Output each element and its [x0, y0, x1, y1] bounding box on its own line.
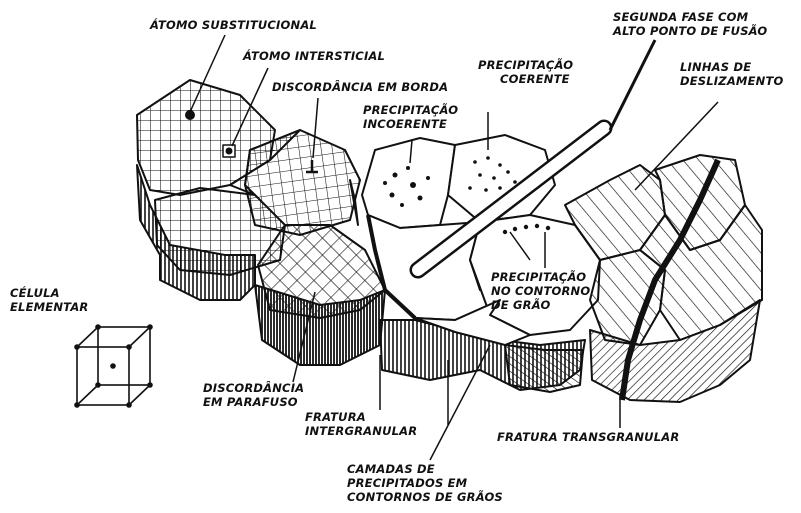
- label-line: SEGUNDA FASE COM: [613, 10, 767, 24]
- label-line: COERENTE: [478, 72, 573, 86]
- label-line: DESLIZAMENTO: [680, 74, 783, 88]
- unit-cell-drawing: [74, 324, 153, 408]
- label-line: PRECIPITAÇÃO: [478, 58, 573, 72]
- label-line: PRECIPITAÇÃO: [491, 270, 590, 284]
- label-unit-cell: CÉLULA ELEMENTAR: [10, 286, 88, 314]
- label-line: EM PARAFUSO: [203, 395, 304, 409]
- center-side-face-hatched: [505, 345, 583, 392]
- label-precipitate-layers: CAMADAS DE PRECIPITADOS EM CONTORNOS DE …: [347, 462, 503, 504]
- label-line: CONTORNOS DE GRÃOS: [347, 490, 503, 504]
- label-transgranular-fracture: FRATURA TRANSGRANULAR: [497, 430, 679, 444]
- label-line: ÁTOMO INTERSTICIAL: [243, 49, 385, 63]
- left-grain-cluster: [137, 80, 385, 365]
- label-incoherent-precipitation: PRECIPITAÇÃO INCOERENTE: [363, 103, 458, 131]
- label-line: LINHAS DE: [680, 60, 783, 74]
- interstitial-atom-dot: [227, 149, 232, 154]
- label-substitutional-atom: ÁTOMO SUBSTITUCIONAL: [150, 18, 317, 32]
- label-line: PRECIPITAÇÃO: [363, 103, 458, 117]
- label-slip-lines: LINHAS DE DESLIZAMENTO: [680, 60, 783, 88]
- label-line: DISCORDÂNCIA EM BORDA: [272, 80, 448, 94]
- label-line: DISCORDÂNCIA: [203, 381, 304, 395]
- label-edge-dislocation: DISCORDÂNCIA EM BORDA: [272, 80, 448, 94]
- label-line: INTERGRANULAR: [305, 424, 417, 438]
- label-interstitial-atom: ÁTOMO INTERSTICIAL: [243, 49, 385, 63]
- label-line: FRATURA TRANSGRANULAR: [497, 430, 679, 444]
- right-grain-3: [590, 250, 665, 345]
- center-grain-block: [362, 135, 600, 392]
- leader-second-phase: [610, 40, 655, 130]
- label-line: FRATURA: [305, 410, 417, 424]
- label-line: INCOERENTE: [363, 117, 458, 131]
- label-second-phase: SEGUNDA FASE COM ALTO PONTO DE FUSÃO: [613, 10, 767, 38]
- label-coherent-precipitation: PRECIPITAÇÃO COERENTE: [478, 58, 573, 86]
- label-line: ALTO PONTO DE FUSÃO: [613, 24, 767, 38]
- label-line: ELEMENTAR: [10, 300, 88, 314]
- label-line: DE GRÃO: [491, 298, 590, 312]
- right-grain-cluster: [565, 155, 762, 402]
- label-line: CAMADAS DE: [347, 462, 503, 476]
- label-screw-dislocation: DISCORDÂNCIA EM PARAFUSO: [203, 381, 304, 409]
- substitutional-atom-marker: [186, 111, 194, 119]
- label-grain-boundary-precipitation: PRECIPITAÇÃO NO CONTORNO DE GRÃO: [491, 270, 590, 312]
- label-line: NO CONTORNO: [491, 284, 590, 298]
- label-line: ÁTOMO SUBSTITUCIONAL: [150, 18, 317, 32]
- label-line: PRECIPITADOS EM: [347, 476, 503, 490]
- grain-top-screw: [258, 225, 385, 318]
- label-intergranular-fracture: FRATURA INTERGRANULAR: [305, 410, 417, 438]
- label-line: CÉLULA: [10, 286, 88, 300]
- incoherent-precipitation-grain: [362, 138, 455, 228]
